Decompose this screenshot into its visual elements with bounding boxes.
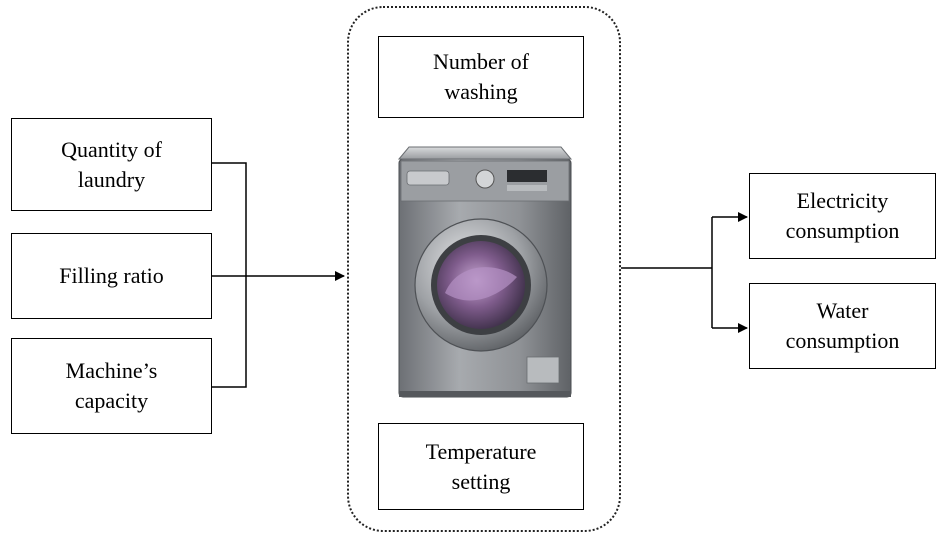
washing-machine-image (397, 146, 573, 398)
label-electricity-consumption: Electricity consumption (785, 188, 900, 243)
input-bracket (212, 162, 247, 388)
box-quantity-of-laundry: Quantity of laundry (11, 118, 212, 211)
box-filling-ratio: Filling ratio (11, 233, 212, 319)
label-filling-ratio: Filling ratio (59, 263, 164, 288)
box-electricity-consumption: Electricity consumption (749, 173, 936, 259)
box-number-of-washing: Number of washing (378, 36, 584, 118)
washing-machine-group (347, 6, 621, 532)
box-temperature-setting: Temperature setting (378, 423, 584, 510)
label-water-consumption: Water consumption (785, 298, 900, 353)
label-number-of-washing: Number of washing (433, 49, 529, 104)
label-quantity-of-laundry: Quantity of laundry (61, 136, 162, 192)
box-water-consumption: Water consumption (749, 283, 936, 369)
label-machine-capacity: Machine’s capacity (65, 358, 158, 413)
label-temperature-setting: Temperature setting (425, 438, 537, 494)
box-machine-capacity: Machine’s capacity (11, 338, 212, 434)
